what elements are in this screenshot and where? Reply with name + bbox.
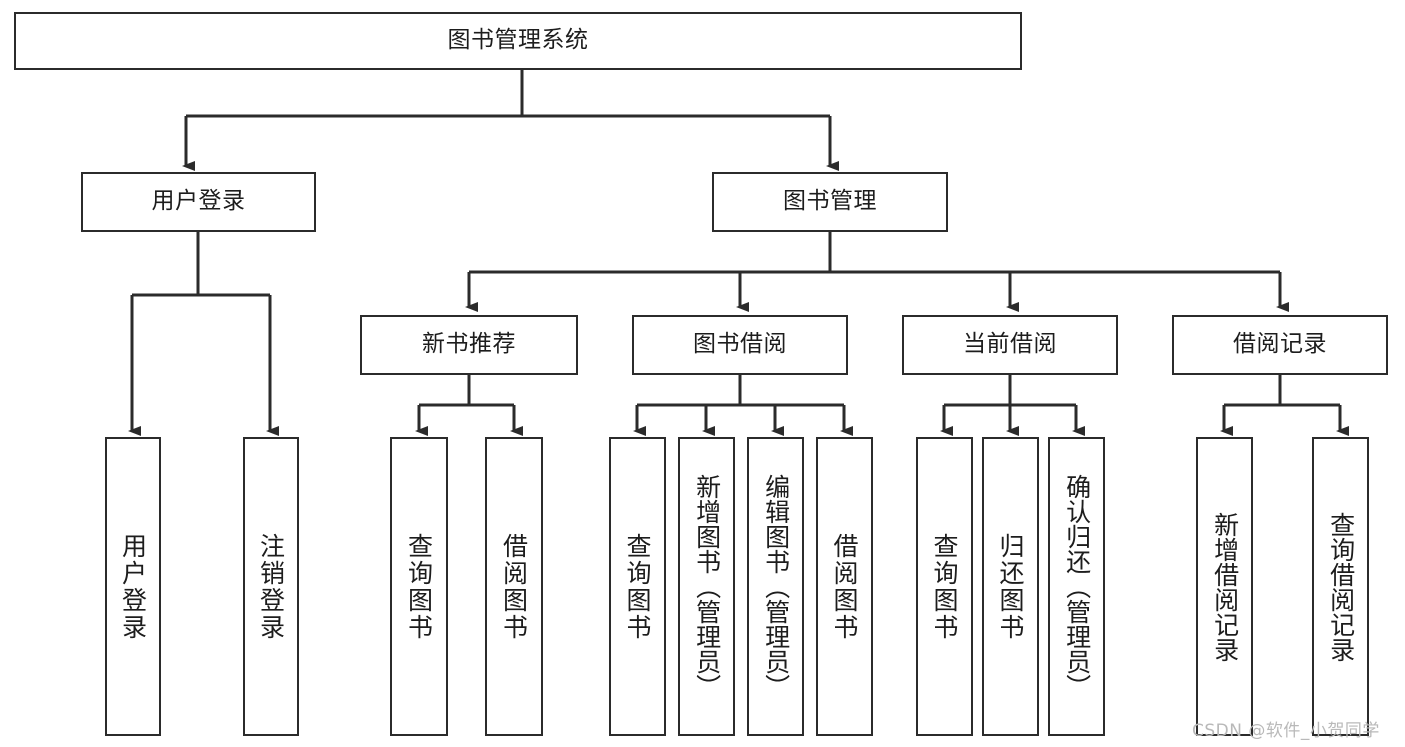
node-user-login[interactable]: 用户登录 — [81, 172, 316, 232]
leaf-query-record-label: 查询借阅记录 — [1326, 511, 1356, 662]
leaf-return-book[interactable]: 归还图书 — [982, 437, 1039, 736]
node-current-borrow[interactable]: 当前借阅 — [902, 315, 1118, 375]
leaf-add-book[interactable]: 新增图书（管理员） — [678, 437, 735, 736]
node-root[interactable]: 图书管理系统 — [14, 12, 1022, 70]
leaf-add-record-label: 新增借阅记录 — [1210, 511, 1240, 662]
leaf-borrow-book-2[interactable]: 借阅图书 — [816, 437, 873, 736]
leaf-add-record[interactable]: 新增借阅记录 — [1196, 437, 1253, 736]
node-root-label: 图书管理系统 — [447, 27, 589, 54]
leaf-user-login[interactable]: 用户登录 — [105, 437, 161, 736]
leaf-logout[interactable]: 注销登录 — [243, 437, 299, 736]
node-new-book-recommend[interactable]: 新书推荐 — [360, 315, 578, 375]
node-current-borrow-label: 当前借阅 — [963, 331, 1057, 358]
leaf-query-book-1-label: 查询图书 — [404, 532, 434, 641]
csdn-watermark: CSDN @软件_小贺同学 — [1192, 721, 1380, 741]
leaf-query-book-3-label: 查询图书 — [930, 532, 959, 641]
leaf-query-book-1[interactable]: 查询图书 — [390, 437, 448, 736]
leaf-edit-book[interactable]: 编辑图书（管理员） — [747, 437, 804, 736]
leaf-query-book-2[interactable]: 查询图书 — [609, 437, 666, 736]
node-borrow-record[interactable]: 借阅记录 — [1172, 315, 1388, 375]
leaf-confirm-return[interactable]: 确认归还（管理员） — [1048, 437, 1105, 736]
node-book-manage[interactable]: 图书管理 — [712, 172, 948, 232]
leaf-return-book-label: 归还图书 — [996, 532, 1025, 641]
leaf-user-login-label: 用户登录 — [118, 532, 148, 641]
leaf-logout-label: 注销登录 — [256, 532, 286, 641]
node-book-borrow[interactable]: 图书借阅 — [632, 315, 848, 375]
leaf-borrow-book-1[interactable]: 借阅图书 — [485, 437, 543, 736]
leaf-add-book-label: 新增图书（管理员） — [692, 474, 722, 699]
node-book-manage-label: 图书管理 — [783, 188, 877, 215]
leaf-query-book-3[interactable]: 查询图书 — [916, 437, 973, 736]
node-new-book-recommend-label: 新书推荐 — [422, 331, 516, 358]
node-user-login-label: 用户登录 — [151, 188, 246, 215]
leaf-edit-book-label: 编辑图书（管理员） — [761, 474, 791, 699]
leaf-query-book-2-label: 查询图书 — [623, 532, 652, 641]
leaf-confirm-return-label: 确认归还（管理员） — [1062, 474, 1092, 699]
leaf-query-record[interactable]: 查询借阅记录 — [1312, 437, 1369, 736]
leaf-borrow-book-1-label: 借阅图书 — [499, 532, 529, 641]
node-book-borrow-label: 图书借阅 — [693, 331, 787, 358]
leaf-borrow-book-2-label: 借阅图书 — [830, 532, 859, 641]
node-borrow-record-label: 借阅记录 — [1233, 331, 1327, 358]
